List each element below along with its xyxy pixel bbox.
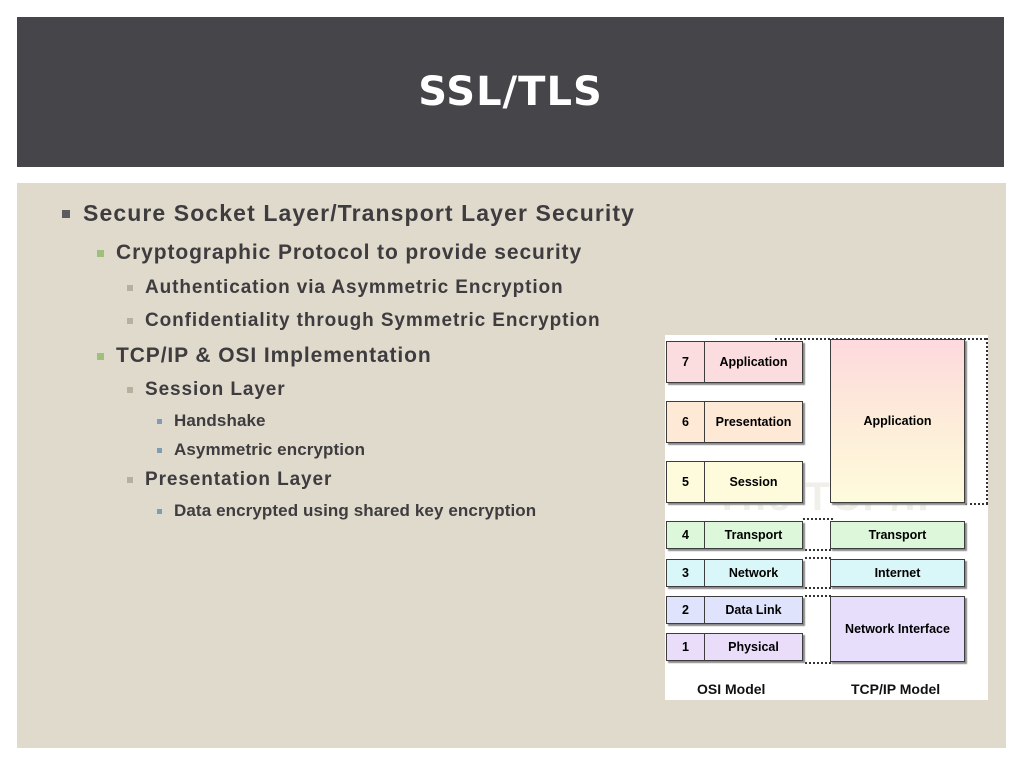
separator-dots (965, 503, 988, 505)
osi-tcpip-diagram: The TCP/IP 7 Application 6 Presentation … (665, 335, 988, 700)
bullet-l3: Presentation Layer (127, 469, 332, 491)
square-bullet-icon (127, 318, 133, 324)
layer-name: Data Link (725, 603, 782, 617)
tcpip-layer-application: Application (830, 339, 965, 503)
osi-layer-3: 3 Network (666, 559, 803, 587)
bullet-l4: Asymmetric encryption (157, 440, 365, 460)
osi-layer-1: 1 Physical (666, 633, 803, 661)
separator-dots (986, 338, 988, 504)
layer-name: Internet (874, 566, 921, 580)
separator-dots (803, 518, 833, 520)
square-bullet-icon (127, 285, 133, 291)
bullet-text: Authentication via Asymmetric Encryption (145, 277, 564, 298)
separator-dots (805, 587, 831, 589)
bullet-text: Secure Socket Layer/Transport Layer Secu… (83, 200, 636, 226)
bullet-l4: Data encrypted using shared key encrypti… (157, 501, 536, 521)
square-bullet-icon (97, 352, 104, 360)
square-bullet-icon (62, 209, 70, 218)
separator-dots (805, 549, 831, 551)
layer-number: 6 (667, 402, 705, 442)
bullet-l3: Confidentiality through Symmetric Encryp… (127, 310, 601, 332)
bullet-l1: Secure Socket Layer/Transport Layer Secu… (62, 200, 635, 227)
slide-title: SSL/TLS (418, 69, 603, 115)
layer-name: Session (729, 475, 778, 489)
separator-dots (805, 557, 831, 559)
bullet-text: Handshake (174, 411, 266, 430)
bullet-l2: TCP/IP & OSI Implementation (97, 344, 432, 368)
square-bullet-icon (97, 249, 104, 257)
square-bullet-icon (127, 477, 133, 483)
layer-number: 2 (667, 597, 705, 623)
osi-layer-5: 5 Session (666, 461, 803, 503)
layer-name: Transport (724, 528, 783, 542)
layer-number: 1 (667, 634, 705, 660)
osi-layer-4: 4 Transport (666, 521, 803, 549)
bullet-l2: Cryptographic Protocol to provide securi… (97, 241, 582, 265)
bullet-text: Data encrypted using shared key encrypti… (174, 501, 537, 520)
bullet-text: TCP/IP & OSI Implementation (116, 344, 432, 367)
bullet-text: Cryptographic Protocol to provide securi… (116, 241, 583, 264)
square-bullet-icon (127, 387, 133, 393)
bullet-text: Confidentiality through Symmetric Encryp… (145, 310, 601, 331)
layer-name: Application (863, 414, 932, 428)
separator-dots (805, 662, 831, 664)
tcpip-layer-network-interface: Network Interface (830, 596, 965, 662)
osi-model-label: OSI Model (697, 681, 766, 697)
square-bullet-icon (157, 418, 162, 424)
bullet-l4: Handshake (157, 411, 266, 431)
tcpip-model-label: TCP/IP Model (851, 681, 941, 697)
bullet-text: Session Layer (145, 379, 286, 400)
square-bullet-icon (157, 508, 162, 514)
layer-name: Network (728, 566, 779, 580)
layer-name: Presentation (715, 415, 792, 429)
bullet-text: Asymmetric encryption (174, 440, 366, 459)
tcpip-layer-internet: Internet (830, 559, 965, 587)
tcpip-layer-transport: Transport (830, 521, 965, 549)
layer-name: Application (719, 355, 788, 369)
layer-number: 4 (667, 522, 705, 548)
bullet-l3: Session Layer (127, 379, 286, 401)
layer-name: Network Interface (845, 622, 950, 636)
osi-layer-6: 6 Presentation (666, 401, 803, 443)
separator-dots (805, 595, 831, 597)
layer-number: 5 (667, 462, 705, 502)
bullet-text: Presentation Layer (145, 469, 333, 490)
osi-layer-7: 7 Application (666, 341, 803, 383)
bullet-l3: Authentication via Asymmetric Encryption (127, 277, 564, 299)
osi-layer-2: 2 Data Link (666, 596, 803, 624)
title-bar: SSL/TLS (17, 17, 1004, 167)
layer-number: 7 (667, 342, 705, 382)
layer-name: Physical (728, 640, 779, 654)
square-bullet-icon (157, 447, 162, 453)
layer-number: 3 (667, 560, 705, 586)
layer-name: Transport (868, 528, 927, 542)
